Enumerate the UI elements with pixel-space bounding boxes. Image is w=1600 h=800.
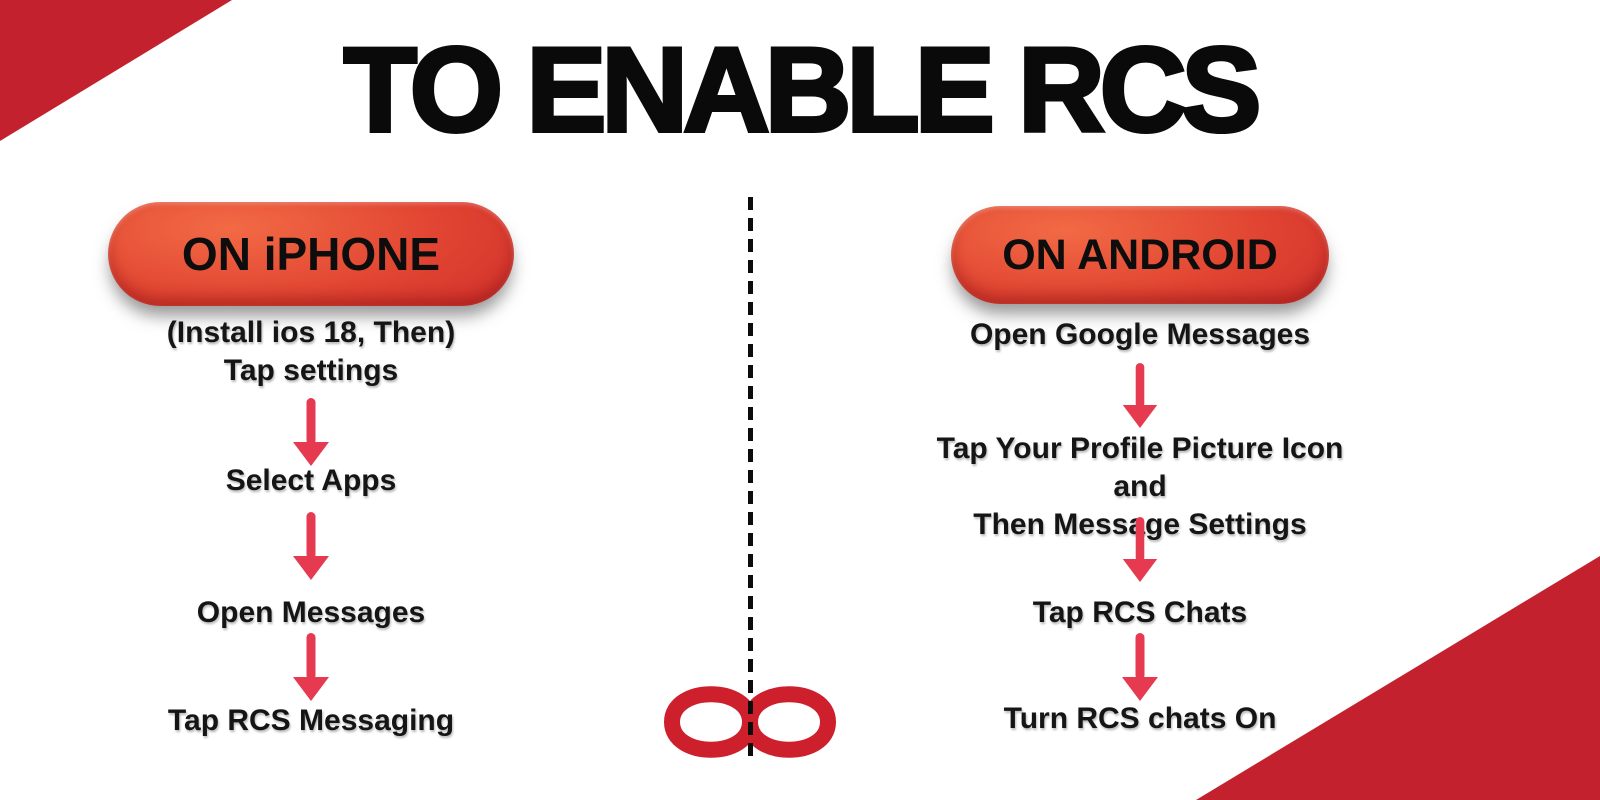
page-title: TO ENABLE RCS <box>342 23 1264 157</box>
iphone-column: ON iPHONE (Install ios 18, Then) Tap set… <box>85 0 537 800</box>
android-heading-pill: ON ANDROID <box>951 206 1329 304</box>
down-arrow-icon <box>292 633 330 706</box>
iphone-step-4: Tap RCS Messaging <box>167 704 455 737</box>
android-heading-label: ON ANDROID <box>1002 230 1278 279</box>
divider-dashed-line <box>748 197 753 763</box>
iphone-heading-label: ON iPHONE <box>181 228 441 280</box>
iphone-step-1: (Install ios 18, Then) Tap settings <box>166 316 456 387</box>
down-arrow-icon <box>1121 517 1159 587</box>
android-step-2: Tap Your Profile Picture Icon and Then M… <box>936 432 1344 541</box>
android-step-3: Tap RCS Chats <box>1032 596 1248 629</box>
android-step-4: Turn RCS chats On <box>1003 702 1277 735</box>
iphone-step-3: Open Messages <box>196 596 426 629</box>
android-step-1: Open Google Messages <box>969 318 1311 351</box>
down-arrow-icon <box>1121 363 1159 433</box>
down-arrow-icon <box>292 398 330 471</box>
iphone-heading-pill: ON iPHONE <box>108 202 514 306</box>
iphone-step-2: Select Apps <box>225 464 397 497</box>
android-column: ON ANDROID Open Google Messages Tap Your… <box>914 0 1366 800</box>
down-arrow-icon <box>292 512 330 585</box>
down-arrow-icon <box>1121 633 1159 706</box>
